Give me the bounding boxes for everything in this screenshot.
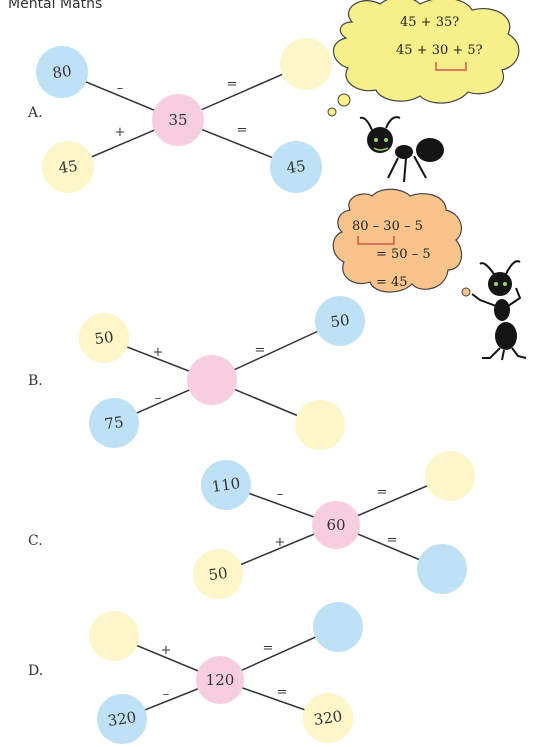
bottom-left-number: 45: [57, 157, 78, 177]
problem-a: 80 45 45 35 – + = = A.: [27, 38, 332, 193]
problem-d: 320 320 120 + – = = D.: [28, 602, 363, 744]
thought-dot: [337, 93, 351, 107]
bottom-right-number: 320: [313, 707, 344, 729]
top-right-number-circle[interactable]: [280, 38, 332, 90]
top-left-number: 110: [211, 474, 242, 496]
thought-dot: [327, 107, 337, 117]
header-title: Mental Maths: [8, 0, 102, 12]
top-left-number-circle[interactable]: [89, 611, 139, 661]
thought-bubble-sum: 45 + 35? 45 + 30 + 5?: [327, 0, 520, 117]
ant-thorax: [395, 145, 413, 159]
top-left-number: 50: [93, 328, 114, 348]
operator-sign-bottom-left: +: [115, 125, 126, 140]
operator-sign-bottom-right: =: [277, 685, 288, 700]
operator-sign-bottom-right: =: [387, 533, 398, 548]
top-right-number-circle[interactable]: [313, 602, 363, 652]
operator-sign-top-right: =: [227, 77, 238, 92]
thought-bubble-subtract: 80 – 30 – 5 = 50 – 5 = 45: [332, 188, 471, 297]
center-number: 35: [168, 111, 187, 129]
problem-label: A.: [27, 105, 43, 121]
center-number-circle[interactable]: [187, 355, 237, 405]
operator-sign-top-right: =: [377, 485, 388, 500]
bottom-left-number-circle[interactable]: 45: [42, 141, 94, 193]
cloud-shape: [332, 188, 463, 293]
bottom-right-number-circle[interactable]: 45: [270, 141, 322, 193]
bracket-mark: [435, 62, 467, 71]
operator-sign-top-right: =: [263, 641, 274, 656]
ant-head: [367, 127, 393, 153]
center-number-circle[interactable]: 35: [152, 94, 204, 146]
bottom-left-number-circle[interactable]: 320: [97, 694, 147, 744]
bottom-left-number: 75: [103, 413, 124, 433]
top-left-number-circle[interactable]: 80: [36, 46, 88, 98]
bottom-right-number-circle[interactable]: [295, 400, 345, 450]
ant-abdomen: [495, 322, 517, 350]
ant-abdomen: [416, 138, 444, 162]
operator-sign-bottom-left: –: [155, 391, 162, 406]
operator-sign-top-left: –: [117, 81, 124, 96]
bottom-left-number-circle[interactable]: 50: [193, 549, 243, 599]
center-number: 60: [326, 516, 345, 534]
bubble-2-line-3: = 45: [376, 275, 408, 290]
bottom-right-number: 45: [285, 157, 306, 177]
bottom-right-number-circle[interactable]: 320: [303, 693, 353, 743]
operator-sign-top-left: +: [153, 345, 164, 360]
problem-b: 50 75 50 + – = B.: [28, 296, 365, 450]
bubble-1-line-2: 45 + 30 + 5?: [396, 43, 483, 58]
top-left-number: 80: [51, 62, 72, 82]
bubble-1-line-1: 45 + 35?: [400, 15, 459, 30]
operator-sign-top-right: =: [255, 343, 266, 358]
problem-label: C.: [28, 533, 43, 549]
ant-thorax: [494, 299, 510, 321]
ant-head: [488, 272, 512, 296]
bottom-left-number-circle[interactable]: 75: [89, 398, 139, 448]
ant-illustration-1: [359, 116, 444, 183]
bracket-mark: [357, 236, 395, 245]
bubble-2-line-2: = 50 – 5: [376, 247, 431, 262]
top-right-number: 50: [329, 311, 350, 331]
operator-sign-top-left: +: [161, 643, 172, 658]
bottom-left-number: 320: [107, 708, 138, 730]
thought-dot: [461, 287, 471, 297]
operator-sign-bottom-right: =: [237, 123, 248, 138]
top-left-number-circle[interactable]: 50: [79, 313, 129, 363]
operator-sign-bottom-left: +: [275, 535, 286, 550]
bottom-right-number-circle[interactable]: [417, 544, 467, 594]
center-number: 120: [206, 671, 235, 689]
cloud-shape: [332, 0, 520, 104]
bubble-2-line-1: 80 – 30 – 5: [352, 219, 423, 234]
ant-illustration-2: [471, 260, 527, 361]
problem-label: D.: [28, 663, 43, 679]
top-right-number-circle[interactable]: 50: [315, 296, 365, 346]
bottom-left-number: 50: [207, 564, 228, 584]
center-number-circle[interactable]: 120: [196, 656, 244, 704]
center-number-circle[interactable]: 60: [312, 501, 360, 549]
top-left-number-circle[interactable]: 110: [201, 460, 251, 510]
problem-c: 110 50 60 – + = = C.: [28, 451, 475, 599]
problems-area: 80 45 45 35 – + = = A. 50 75 50 + – = B. 110 50 60 – + = = C. 32…: [27, 38, 475, 744]
top-right-number-circle[interactable]: [425, 451, 475, 501]
operator-sign-top-left: –: [277, 487, 284, 502]
operator-sign-bottom-left: –: [163, 687, 170, 702]
problem-label: B.: [28, 373, 43, 389]
